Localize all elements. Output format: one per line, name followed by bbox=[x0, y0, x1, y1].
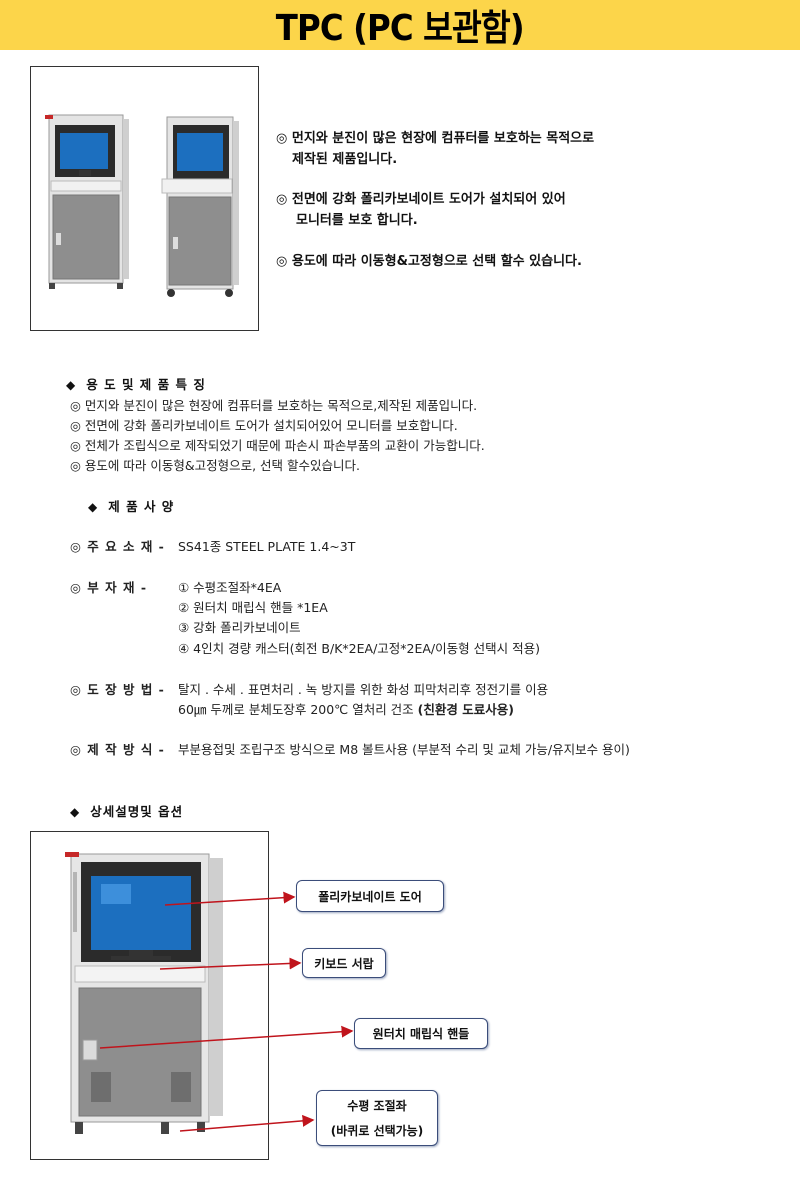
spec-method-value: 부분용접및 조립구조 방식으로 M8 볼트사용 (부분적 수리 및 교체 가능/… bbox=[178, 742, 630, 757]
spec-method-label: ◎ 제 작 방 식 - bbox=[70, 742, 165, 757]
callout-label: 폴리카보네이트 도어 bbox=[318, 889, 422, 904]
callout-polycarbonate-door: 폴리카보네이트 도어 bbox=[296, 880, 444, 912]
spec-coating-eco-note: (친환경 도료사용) bbox=[417, 702, 514, 717]
callout-label: 원터치 매립식 핸들 bbox=[372, 1027, 470, 1041]
spec-coating-line-2: 60㎛ 두께로 분체도장후 200℃ 열처리 건조 bbox=[178, 702, 414, 717]
spec-part-item: ④ 4인치 경량 캐스터(회전 B/K*2EA/고정*2EA/이동형 선택시 적… bbox=[178, 641, 540, 656]
specs-heading: ◆ 제 품 사 양 bbox=[88, 496, 174, 515]
spec-material-label: ◎ 주 요 소 재 - bbox=[70, 539, 165, 554]
intro-line-1b: 제작된 제품입니다. bbox=[292, 152, 398, 167]
spec-coating-row: ◎ 도 장 방 법 - 탈지 . 수세 . 표면처리 . 녹 방지를 위한 화성 … bbox=[70, 679, 548, 698]
details-heading: ◆ 상세설명및 옵션 bbox=[70, 801, 183, 820]
cabinet-mobile-illustration bbox=[161, 116, 239, 297]
diamond-icon: ◆ bbox=[66, 378, 77, 392]
spec-method-row: ◎ 제 작 방 식 - 부분용접및 조립구조 방식으로 M8 볼트사용 (부분적 … bbox=[70, 739, 630, 758]
title-banner: TPC (PC 보관함) bbox=[0, 0, 800, 50]
spec-coating-label: ◎ 도 장 방 법 - bbox=[70, 682, 165, 697]
callout-label: 수평 조절좌 bbox=[347, 1099, 407, 1113]
details-heading-text: 상세설명및 옵션 bbox=[90, 804, 184, 819]
callout-sublabel: (바퀴로 선택가능) bbox=[330, 1124, 424, 1138]
intro-line-2b: 모니터를 보호 합니다. bbox=[296, 213, 418, 228]
vent-holes-door bbox=[91, 1072, 191, 1102]
cabinet-fixed-illustration bbox=[45, 114, 129, 289]
feature-item: ◎ 전체가 조립식으로 제작되었기 때문에 파손시 파손부품의 교환이 가능합니… bbox=[70, 438, 485, 453]
spec-coating-line-1: 탈지 . 수세 . 표면처리 . 녹 방지를 위한 화성 피막처리후 정전기를 … bbox=[178, 682, 549, 697]
intro-line-2a: ◎ 전면에 강화 폴리카보네이트 도어가 설치되어 있어 bbox=[276, 192, 566, 207]
diamond-icon: ◆ bbox=[88, 500, 99, 514]
intro-bullet-3: ◎ 용도에 따라 이동형&고정형으로 선택 할수 있습니다. bbox=[276, 251, 676, 272]
spec-coating-row-2: 60㎛ 두께로 분체도장후 200℃ 열처리 건조 (친환경 도료사용) bbox=[178, 699, 514, 718]
spec-material-value: SS41종 STEEL PLATE 1.4~3T bbox=[178, 539, 356, 554]
features-heading: ◆ 용 도 및 제 품 특 징 bbox=[66, 374, 206, 393]
callout-leveling-foot: 수평 조절좌 (바퀴로 선택가능) bbox=[316, 1090, 438, 1146]
specs-heading-text: 제 품 사 양 bbox=[108, 499, 175, 514]
spec-material-row: ◎ 주 요 소 재 - SS41종 STEEL PLATE 1.4~3T bbox=[70, 536, 355, 555]
intro-line-1a: ◎ 먼지와 분진이 많은 현장에 컴퓨터를 보호하는 목적으로 bbox=[276, 131, 595, 146]
intro-bullet-1: ◎ 먼지와 분진이 많은 현장에 컴퓨터를 보호하는 목적으로 제작된 제품입니… bbox=[276, 128, 676, 170]
spec-part-item: ③ 강화 폴리카보네이트 bbox=[178, 620, 301, 635]
feature-item: ◎ 용도에 따라 이동형&고정형으로, 선택 할수있습니다. bbox=[70, 458, 360, 473]
product-photo-frame bbox=[30, 66, 259, 331]
detail-photo bbox=[65, 852, 223, 1134]
feature-item: ◎ 전면에 강화 폴리카보네이트 도어가 설치되어있어 모니터를 보호합니다. bbox=[70, 418, 458, 433]
vent-holes-left bbox=[73, 872, 77, 932]
spec-parts-row: ◎ 부 자 재 - ① 수평조절좌*4EA bbox=[70, 577, 281, 596]
feature-item: ◎ 먼지와 분진이 많은 현장에 컴퓨터를 보호하는 목적으로,제작된 제품입니… bbox=[70, 398, 478, 413]
callout-label: 키보드 서랍 bbox=[314, 956, 374, 971]
spec-part-item: ② 원터치 매립식 핸들 *1EA bbox=[178, 600, 328, 615]
features-heading-text: 용 도 및 제 품 특 징 bbox=[86, 377, 206, 392]
intro-line-3: ◎ 용도에 따라 이동형&고정형으로 선택 할수 있습니다. bbox=[276, 254, 582, 269]
diamond-icon: ◆ bbox=[70, 805, 81, 819]
intro-bullet-2: ◎ 전면에 강화 폴리카보네이트 도어가 설치되어 있어 모니터를 보호 합니다… bbox=[276, 189, 676, 231]
spec-part-item: ① 수평조절좌*4EA bbox=[178, 580, 282, 595]
callout-onetouch-handle: 원터치 매립식 핸들 bbox=[354, 1018, 488, 1049]
callout-keyboard-drawer: 키보드 서랍 bbox=[302, 948, 386, 978]
page-title: TPC (PC 보관함) bbox=[276, 8, 525, 49]
product-photo bbox=[45, 114, 239, 297]
spec-parts-label: ◎ 부 자 재 - bbox=[70, 580, 148, 595]
detail-photo-frame bbox=[30, 831, 269, 1160]
